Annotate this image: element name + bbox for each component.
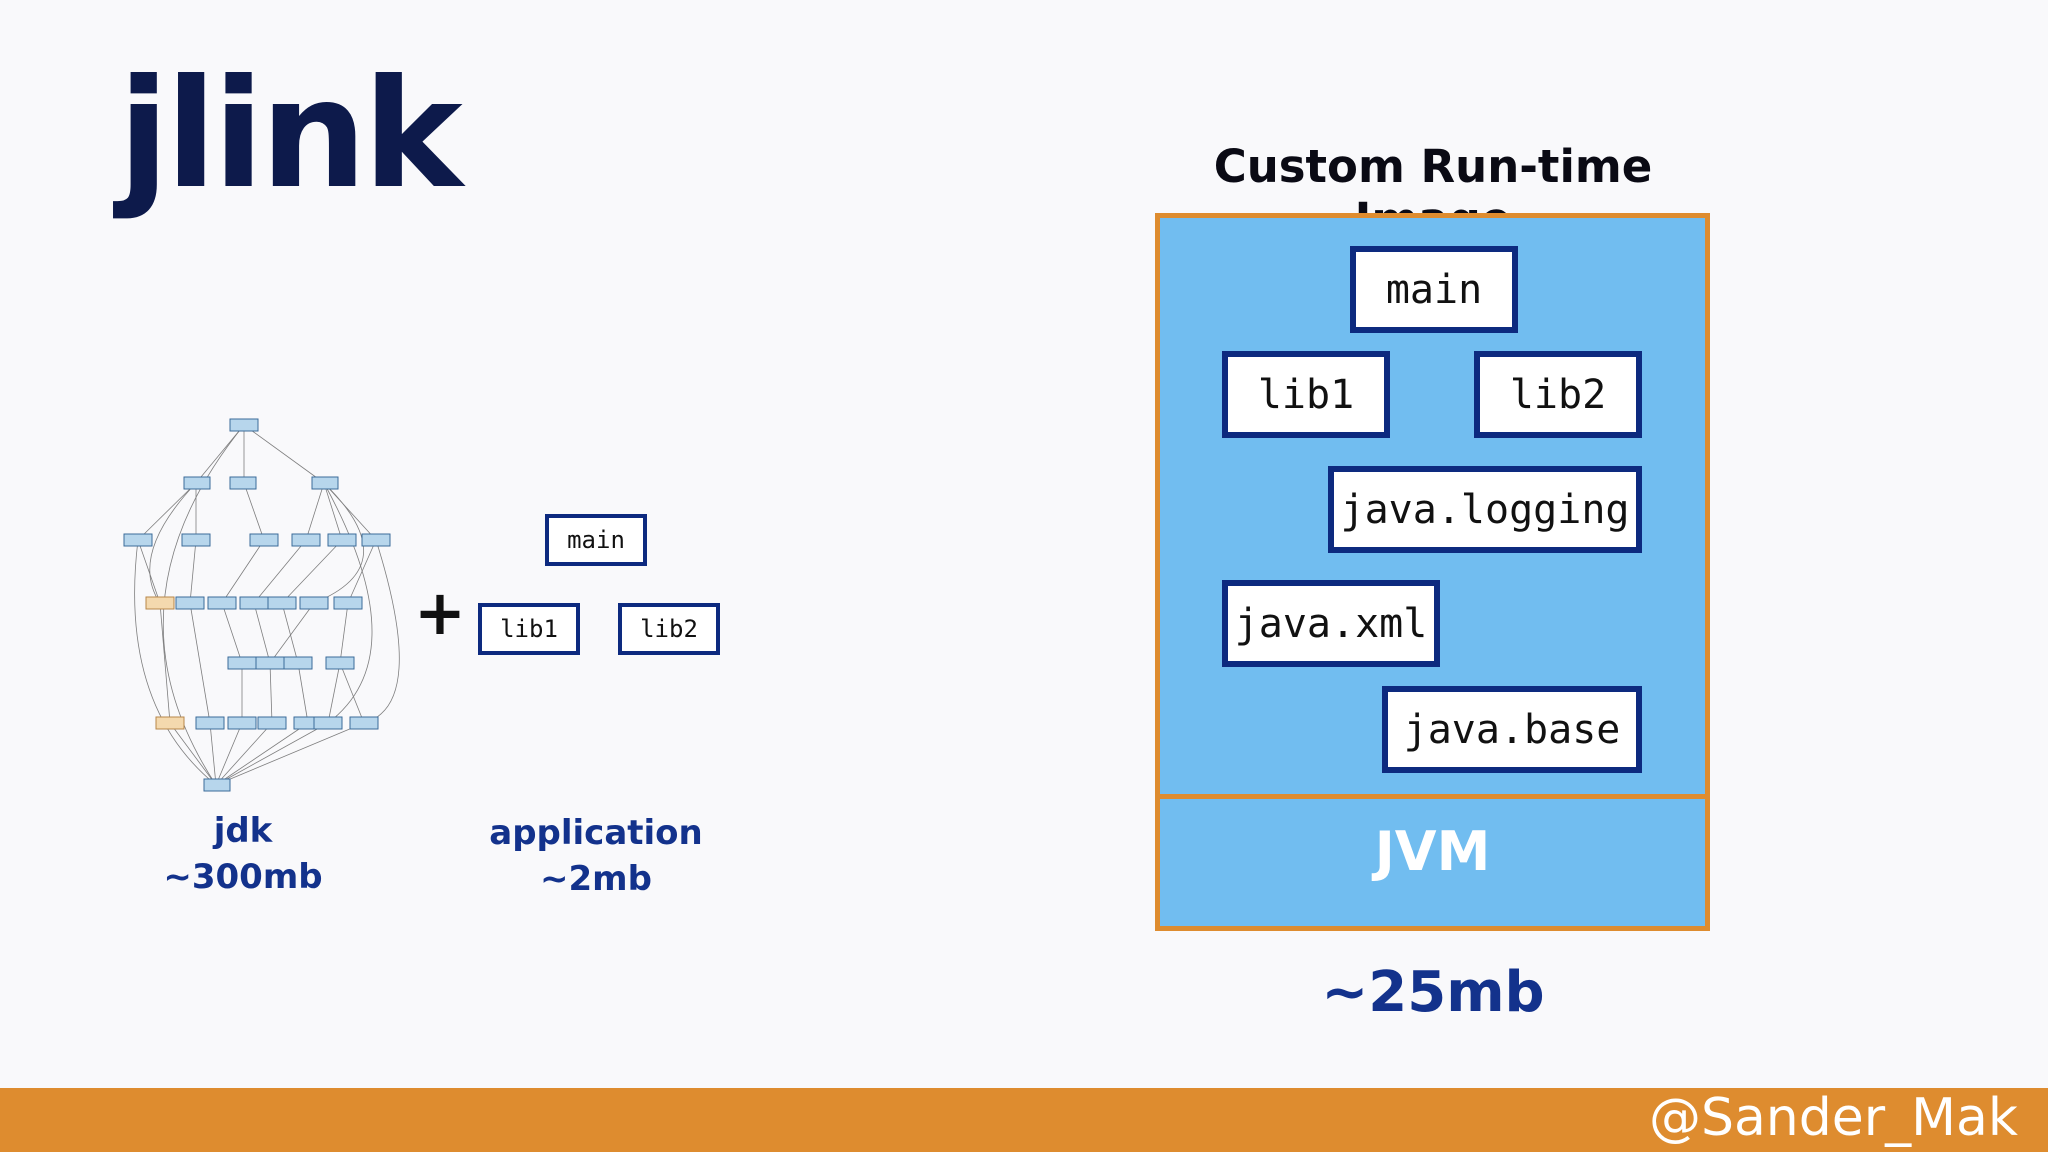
application-label: application — [489, 813, 703, 853]
runtime-module-java-base: java.base — [1382, 686, 1642, 773]
runtime-module-java-xml: java.xml — [1222, 580, 1440, 667]
runtime-module-lib2: lib2 — [1474, 351, 1642, 438]
author-handle: @Sander_Mak — [1648, 1088, 2018, 1148]
app-module-lib2-label: lib2 — [640, 615, 698, 643]
app-module-lib2: lib2 — [618, 603, 720, 655]
runtime-module-lib1-label: lib1 — [1257, 371, 1355, 418]
jdk-module-graph — [123, 418, 400, 792]
jvm-label: JVM — [1374, 820, 1491, 883]
runtime-module-main: main — [1350, 246, 1518, 333]
jdk-label: jdk — [213, 811, 273, 851]
slide-title: jlink — [118, 48, 463, 222]
app-module-main-label: main — [567, 526, 625, 554]
runtime-module-main-label: main — [1385, 266, 1483, 313]
app-module-main: main — [545, 514, 647, 566]
jdk-caption: jdk ~300mb — [143, 808, 343, 900]
runtime-module-java-xml-label: java.xml — [1234, 600, 1428, 647]
application-caption: application ~2mb — [456, 810, 736, 902]
runtime-module-lib1: lib1 — [1222, 351, 1390, 438]
plus-sign: + — [414, 576, 466, 649]
footer-bar — [0, 1088, 2048, 1152]
runtime-module-java-base-label: java.base — [1403, 706, 1621, 753]
jdk-size: ~300mb — [163, 857, 323, 897]
jvm-divider — [1155, 794, 1710, 799]
app-module-lib1: lib1 — [478, 603, 580, 655]
runtime-module-java-logging: java.logging — [1328, 466, 1642, 553]
runtime-size: ~25mb — [1321, 960, 1545, 1025]
runtime-module-java-logging-label: java.logging — [1340, 486, 1630, 533]
application-size: ~2mb — [540, 859, 652, 899]
runtime-module-lib2-label: lib2 — [1509, 371, 1607, 418]
app-module-lib1-label: lib1 — [500, 615, 558, 643]
